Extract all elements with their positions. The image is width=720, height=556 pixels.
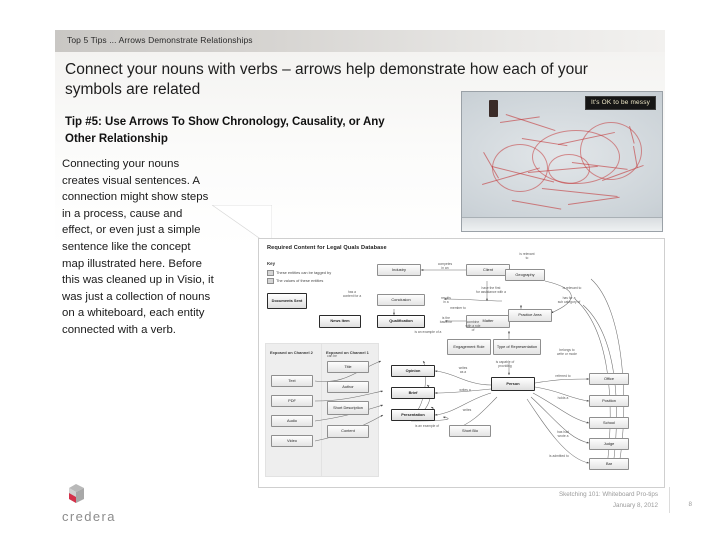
node-matter[interactable]: Matter <box>466 315 510 328</box>
edge-label-14: writes a <box>459 388 471 392</box>
node-text[interactable]: Text <box>271 375 313 387</box>
edge-label-11: is capable of providing <box>495 360 515 368</box>
edge-label-18: has had wrote a <box>557 430 569 438</box>
edge-label-8: member to <box>450 306 466 310</box>
edge-label-6: is relevant to <box>562 286 582 290</box>
node-person[interactable]: Person <box>491 377 535 391</box>
node-author[interactable]: Author <box>327 381 369 393</box>
scribble-line <box>541 188 618 197</box>
node-opinion[interactable]: Opinion <box>391 365 435 377</box>
key-swatch-icon <box>267 278 274 284</box>
concept-map-diagram: Required Content for Legal Quals Databas… <box>258 238 665 488</box>
edge-label-21: can be <box>327 354 337 358</box>
footer-divider <box>669 487 670 513</box>
node-conclusion[interactable]: Conclusion <box>377 294 425 306</box>
photo-marker-object <box>489 100 498 117</box>
node-client[interactable]: Client <box>466 264 510 276</box>
scribble-line <box>511 200 562 210</box>
scribble-line <box>505 114 556 132</box>
scribble-line <box>568 196 620 205</box>
node-geography[interactable]: Geography <box>505 269 545 281</box>
node-short-description[interactable]: Short Description <box>327 401 369 415</box>
node-qualification[interactable]: Qualification <box>377 315 425 328</box>
edge-label-0: competes in an <box>437 262 453 270</box>
tip-heading: Tip #5: Use Arrows To Show Chronology, C… <box>65 116 385 145</box>
node-content[interactable]: Content <box>327 425 369 438</box>
footer-meta: Sketching 101: Whiteboard Pro-tips Janua… <box>458 489 658 511</box>
node-judge[interactable]: Judge <box>589 438 629 450</box>
edge-label-15: writes <box>462 408 472 412</box>
node-brief[interactable]: Brief <box>391 387 435 399</box>
diagram-title: Required Content for Legal Quals Databas… <box>267 245 387 251</box>
node-bar[interactable]: Bar <box>589 458 629 470</box>
edge-label-3: is the basis for <box>439 316 453 324</box>
node-title[interactable]: Title <box>327 361 369 373</box>
page-title: Connect your nouns with verbs – arrows h… <box>65 61 588 98</box>
node-video[interactable]: Video <box>271 435 313 447</box>
slide-header-band: Top 5 Tips ... Arrows Demonstrate Relati… <box>55 30 665 52</box>
key-swatch-icon <box>267 270 274 276</box>
header-band-label: Top 5 Tips ... Arrows Demonstrate Relati… <box>67 35 253 45</box>
node-office[interactable]: Office <box>589 373 629 385</box>
group-label-channel-2: Exposed on Channel 2 <box>270 349 313 355</box>
diagram-key-title: Key <box>267 261 276 266</box>
edge-label-1: has a content for a <box>342 290 362 298</box>
edge-label-4: have the first for assistance with a <box>476 286 506 294</box>
edge-label-17: holds a <box>557 396 569 400</box>
group-label-channel-1: Exposed on Channel 1 <box>326 349 369 355</box>
node-presentation[interactable]: Presentation <box>391 409 435 421</box>
node-school[interactable]: School <box>589 417 629 429</box>
photo-caption: It's OK to be messy <box>585 96 656 110</box>
edge-label-19: is admitted to <box>549 454 569 458</box>
key-item-1: The values of these entities <box>276 278 324 283</box>
body-copy: Connecting your nouns creates visual sen… <box>62 158 214 336</box>
credera-logo: credera <box>62 483 182 529</box>
key-item-0: These entities can be tagged by <box>276 270 332 275</box>
scribble-blob <box>548 154 590 184</box>
scribble-blob <box>580 122 642 180</box>
node-news-item[interactable]: News Item <box>319 315 361 328</box>
edge-label-5: is relevant to <box>519 252 535 260</box>
node-documents-sent[interactable]: Documents Sent <box>267 293 307 309</box>
cube-icon <box>69 484 84 503</box>
scribble-blob <box>492 144 548 192</box>
node-short-bio[interactable]: Short Bio <box>449 425 491 437</box>
scribble-line <box>500 116 540 123</box>
node-type-of-representation[interactable]: Type of Representation <box>493 339 541 355</box>
edge-label-13: writes as a <box>458 366 468 374</box>
footer-deck-title: Sketching 101: Whiteboard Pro-tips <box>558 491 658 498</box>
node-audio[interactable]: Audio <box>271 415 313 427</box>
edge-label-7: has for a sub category of <box>557 296 581 304</box>
logo-text: credera <box>62 509 116 524</box>
node-practice-area[interactable]: Practice Area <box>508 309 552 322</box>
photo-bottom-strip <box>462 217 662 231</box>
node-pdf[interactable]: PDF <box>271 395 313 407</box>
edge-label-2: results in a <box>441 296 451 304</box>
node-engagement-role[interactable]: Engagement Role <box>447 339 491 355</box>
page-number: 8 <box>688 501 692 508</box>
edge-label-16: referred to <box>555 374 571 378</box>
edge-label-12: belongs to write or mode <box>557 348 577 356</box>
whiteboard-photo: It's OK to be messy <box>462 92 662 231</box>
edge-label-20: is an example of <box>414 424 439 428</box>
footer-date: January 8, 2012 <box>612 502 658 509</box>
edge-label-9: is an example of a <box>414 330 442 334</box>
node-position[interactable]: Position <box>589 395 629 407</box>
node-industry[interactable]: Industry <box>377 264 421 276</box>
edge-label-10: combine with a role of <box>465 320 481 332</box>
